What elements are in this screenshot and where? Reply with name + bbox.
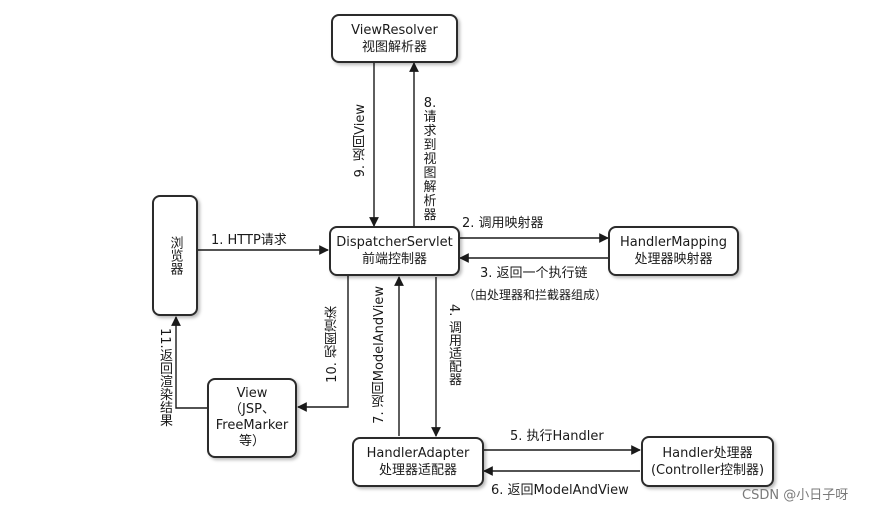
view-name: View (236, 386, 268, 401)
edge-label-10: 10. 视图渲染 (325, 306, 340, 383)
view-resolver-desc: 视图解析器 (361, 39, 427, 55)
browser-node: 浏览器 (152, 195, 198, 316)
watermark: CSDN @小日子呀 (742, 488, 849, 503)
handler-mapping-node: HandlerMapping 处理器映射器 (608, 226, 739, 276)
edge-label-6: 6. 返回ModelAndView (491, 483, 629, 498)
view-resolver-name: ViewResolver (351, 22, 438, 38)
view-desc-3: 等） (238, 434, 265, 449)
edge-label-3-note: （由处理器和拦截器组成） (463, 288, 608, 302)
view-desc-1: （JSP、 (229, 402, 275, 417)
dispatcher-servlet-desc: 前端控制器 (361, 252, 427, 267)
arrow-render-view (297, 275, 349, 412)
browser-label: 浏览器 (167, 236, 183, 275)
handler-desc: (Controller控制器) (650, 462, 765, 478)
edge-label-5: 5. 执行Handler (510, 429, 604, 444)
handler-adapter-desc: 处理器适配器 (378, 463, 457, 478)
edge-label-4: 4. 调用适配器 (446, 304, 461, 386)
handler-adapter-node: HandlerAdapter 处理器适配器 (352, 437, 484, 487)
view-desc-2: FreeMarker (215, 418, 289, 433)
edge-label-2: 2. 调用映射器 (462, 216, 544, 231)
edge-label-8: 8.请求到视图解析器 (423, 96, 437, 223)
view-node: View （JSP、 FreeMarker 等） (207, 378, 297, 458)
edge-label-11: 11.返回渲染结果 (157, 328, 172, 427)
edge-label-9: 9. 返回View (353, 104, 368, 178)
handler-adapter-name: HandlerAdapter (366, 446, 470, 461)
handler-name: Handler处理器 (662, 445, 753, 461)
handler-mapping-desc: 处理器映射器 (634, 252, 713, 267)
handler-mapping-name: HandlerMapping (620, 235, 727, 250)
view-resolver-node: ViewResolver 视图解析器 (331, 14, 458, 63)
edge-label-3: 3. 返回一个执行链 (480, 266, 588, 281)
handler-node: Handler处理器 (Controller控制器) (641, 436, 774, 487)
dispatcher-servlet-node: DispatcherServlet 前端控制器 (329, 226, 460, 276)
edge-label-1: 1. HTTP请求 (211, 233, 287, 248)
dispatcher-servlet-name: DispatcherServlet (336, 235, 453, 250)
arrow-return-render (171, 316, 207, 409)
edge-label-7: 7. 返回ModelAndView (372, 286, 387, 424)
